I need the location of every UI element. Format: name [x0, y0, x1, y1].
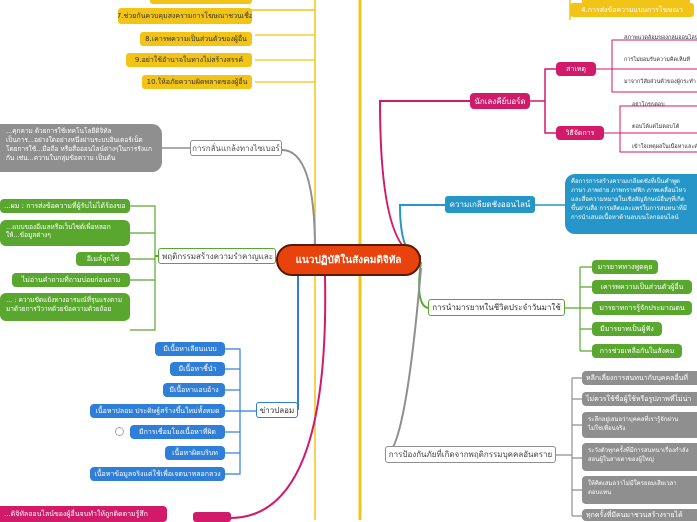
magenta-bottom-topic[interactable]	[193, 512, 231, 522]
prevention-item[interactable]: ทุกครั้งที่มีคนมาชวนสร้างรายได้	[582, 509, 697, 521]
fix-label[interactable]: วิธีจัดการ	[556, 126, 604, 140]
fake-misleading[interactable]: มีเนื้อหาชี้นำ	[170, 362, 225, 376]
topic-keyboard-warrior[interactable]: นักเลงคีย์บอร์ด	[470, 93, 530, 109]
flaming-item[interactable]: ... : ความขัดแย้งทางอารมณ์ที่รุนแรงตามมา…	[0, 293, 130, 321]
gold-item-7[interactable]: 7.ช่วยกันควบคุมสงครามการโฆษณาชวนเชื่อ	[118, 8, 252, 24]
etiquette-item[interactable]: การช่วยเหลือกันในสังคม	[592, 344, 682, 358]
faq-item[interactable]: ไม่อ่านคำถามที่ถามบ่อยก่อนถาม	[12, 273, 130, 287]
fix-item[interactable]: เข้าใจเหตุผลในเนื้อหาและคำ	[632, 144, 697, 150]
etiquette-item[interactable]: มารยาทการรู้จักประมาณตน	[592, 301, 692, 315]
fake-imposter[interactable]: มีเนื้อหาแอบอ้าง	[163, 383, 225, 397]
etiquette-item[interactable]: มีมารยาทเป็นผู้ฟัง	[592, 322, 662, 336]
central-topic[interactable]: แนวปฏิบัติในสังคมดิจิทัล	[276, 244, 421, 276]
prevention-item[interactable]: ระวังตัวทุกครั้งที่มีการสนทนาเรื่องกำลัง…	[582, 443, 697, 471]
fix-item[interactable]: ตอบโต้แต่ไม่ตอบโต้	[632, 124, 680, 130]
fake-false-connection[interactable]: มีการเชื่อมโยงเนื้อหาที่ผิด	[130, 425, 225, 439]
stalking-item[interactable]: ...ดิจิทัลออนไลน์ของผู้อื่นจนทำให้ถูกติด…	[0, 506, 167, 522]
gold-item-8[interactable]: 8.เคารพความเป็นส่วนตัวของผู้อื่น	[140, 32, 252, 46]
fake-fabricated[interactable]: เนื้อหาปลอม ประดิษฐ์สร้างขึ้นใหม่ทั้งหมด	[90, 404, 225, 418]
gold-top-right-sliver	[582, 0, 690, 3]
etiquette-item[interactable]: มารยาททางพูดคุย	[592, 260, 658, 274]
hate-desc: คือการการสร้างความเกลียดชังที่เป็นคำพูด …	[565, 174, 697, 234]
topic-annoying-behavior[interactable]: พฤติกรรมสร้างความรำคาญและ	[158, 248, 276, 264]
gold-item-9[interactable]: 9.อย่าใช้อำนาจในทางไม่สร้างสรรค์	[126, 53, 252, 67]
topic-fake-news[interactable]: ข่าวปลอม	[256, 402, 298, 418]
prevention-item[interactable]: ไม่ควรใช้ชื่อผู้ใช้หรือรูปภาพที่ไม่น่า	[582, 392, 697, 406]
topic-online-hate[interactable]: ความเกลียดชังออนไลน์	[445, 196, 535, 213]
phishing-item[interactable]: ...แบบของอีเมลหรือเว็บไซต์เพื่อหลอกให้..…	[0, 220, 130, 246]
cyberbully-desc: ...คุกคาม ด้วยการใช้เทคโนโลยีดิจิทัล เป็…	[0, 124, 162, 172]
gold-item-10[interactable]: 10.ให้อภัยความผิดพลาดของผู้อื่น	[142, 75, 252, 89]
topic-etiquette[interactable]: การนำมารยาทในชีวิตประจำวันมาใช้	[428, 299, 565, 316]
topic-cyberbullying[interactable]: การกลั่นแกล้งทางไซเบอร์	[190, 140, 282, 156]
gold-top-sliver	[150, 0, 252, 4]
cause-item[interactable]: มาจากวิสัยส่วนตัวของผู้กระทำ	[624, 79, 696, 85]
prevention-item[interactable]: ระลึกอยู่เสมอว่าบุคคลที่เรารู้จักผ่านไม่…	[582, 412, 697, 438]
prevention-item[interactable]: หลีกเลี่ยงการสนทนากับบุคคลอื่นที่	[582, 371, 697, 385]
cause-item[interactable]: สภาพแวดล้อมของกลุ่มออนไลน์	[624, 35, 697, 41]
gold-item-4[interactable]: 4.การส่งข้อความแบบการโฆษณา	[570, 3, 694, 17]
etiquette-item[interactable]: เคารพความเป็นส่วนตัวผู้อื่น	[592, 280, 692, 294]
fix-item[interactable]: อย่าโกรธตอบ	[632, 102, 665, 108]
cause-item[interactable]: การไม่ยอมรับความคิดเห็นที่	[624, 57, 690, 63]
info-circle-icon[interactable]	[115, 427, 124, 436]
fake-false-context[interactable]: เนื้อหาผิดบริบท	[165, 446, 225, 460]
prevention-item[interactable]: ให้คิดเสมอว่าไม่มีใครยอมเสียเวลาตอบแทน	[582, 476, 697, 504]
chain-mail-item[interactable]: อีเมล์ลูกโซ่	[76, 252, 130, 266]
topic-danger-prevention[interactable]: การป้องกันภัยที่เกิดจากพฤติกรรมบุคคลอันต…	[385, 446, 556, 463]
causes-label[interactable]: สาเหตุ	[556, 62, 596, 76]
fake-manipulated[interactable]: เนื้อหาข้อมูลจริงแต่ใช้เพื่อเจตนาหลอกลวง	[90, 467, 225, 481]
fake-imitation[interactable]: มีเนื้อหาเลียนแบบ	[155, 342, 225, 356]
spam-item[interactable]: ...ผม : การส่งข้อความที่ผู้รับไม่ได้ร้อง…	[0, 199, 130, 213]
